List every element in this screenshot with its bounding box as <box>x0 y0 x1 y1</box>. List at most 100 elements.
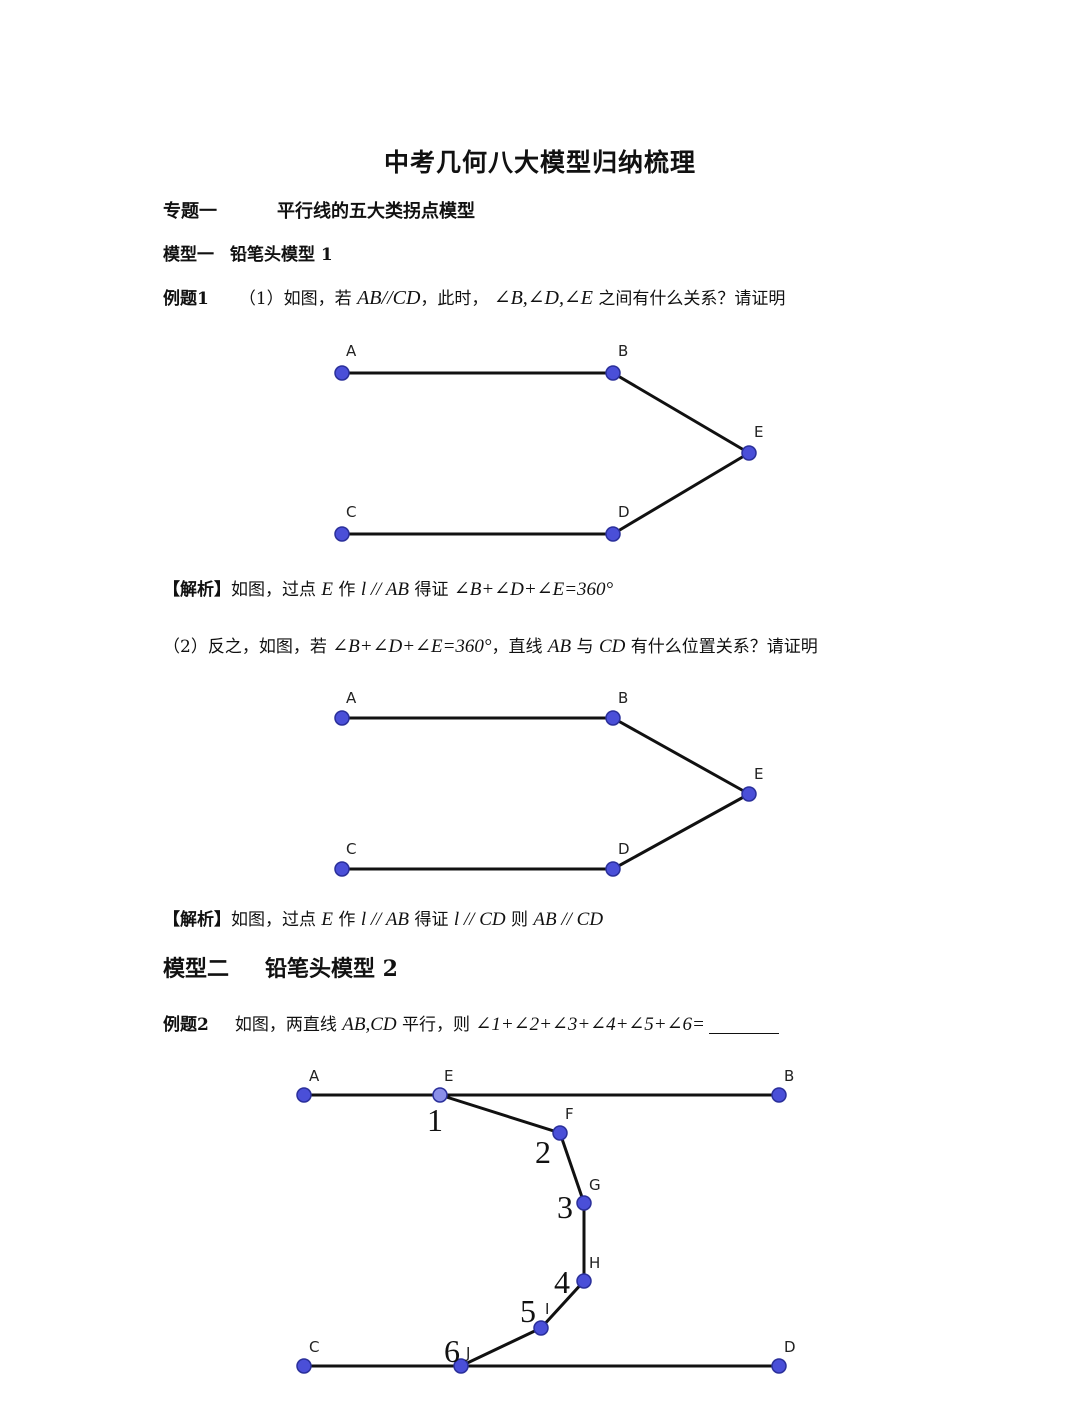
angle-2-label: 2 <box>535 1134 551 1170</box>
analysis2-text-d: 则 <box>511 910 528 930</box>
model1-text: 铅笔头模型 1 <box>230 245 333 265</box>
label-b: B <box>618 689 628 707</box>
analysis1-line: 【解析】如图，过点 E 作 l // AB 得证 ∠B+∠D+∠E=360° <box>163 575 613 601</box>
model2-text: 铅笔头模型 2 <box>265 956 398 982</box>
point-a <box>334 710 350 726</box>
analysis1-text-a: 如图，过点 <box>231 580 316 600</box>
analysis2-math-c: l // CD <box>453 909 506 930</box>
segment-ed <box>612 451 750 536</box>
analysis1-math-c: ∠B+∠D+∠E=360° <box>453 579 614 600</box>
segment-be <box>612 371 750 455</box>
label-a: A <box>346 342 357 360</box>
label-e: E <box>754 765 763 783</box>
angle-4-label: 4 <box>554 1264 570 1300</box>
label-h: H <box>589 1254 600 1272</box>
analysis2-math-a: E <box>321 909 334 930</box>
label-e: E <box>444 1067 453 1085</box>
segment-ed <box>612 792 750 871</box>
point-e <box>741 786 757 802</box>
part2-math-c: CD <box>598 636 626 657</box>
analysis2-text-c: 得证 <box>414 910 449 930</box>
label-i: I <box>545 1300 549 1318</box>
label-c: C <box>309 1338 319 1356</box>
label-a: A <box>346 689 357 707</box>
point-f <box>552 1125 568 1141</box>
part2-math-a: ∠B+∠D+∠E=360° <box>332 636 492 657</box>
point-e <box>741 445 757 461</box>
point-j <box>453 1358 469 1374</box>
point-b <box>771 1087 787 1103</box>
analysis2-math-d: AB // CD <box>533 909 604 930</box>
example1-label: 例题1 <box>163 289 209 309</box>
point-b <box>605 365 621 381</box>
analysis1-math-b: l // AB <box>360 579 410 600</box>
part2-text-d: 有什么位置关系？请证明 <box>630 637 818 657</box>
analysis2-math-b: l // AB <box>360 909 410 930</box>
part2-text-b: ，直线 <box>491 637 543 657</box>
label-j: J <box>465 1344 470 1362</box>
label-a: A <box>309 1067 320 1085</box>
label-d: D <box>618 503 630 521</box>
example1-num: （1） <box>238 289 284 309</box>
part2-num: （2） <box>163 637 208 657</box>
label-c: C <box>346 503 356 521</box>
label-b: B <box>784 1067 794 1085</box>
point-d <box>771 1358 787 1374</box>
figure-1: A B E C D <box>334 342 763 542</box>
label-e: E <box>754 423 763 441</box>
point-g <box>576 1195 592 1211</box>
example2-label: 例题2 <box>163 1015 209 1035</box>
point-c <box>296 1358 312 1374</box>
path-efghij <box>439 1093 586 1368</box>
figure-2: A B E C D <box>334 689 763 877</box>
point-c <box>334 861 350 877</box>
label-d: D <box>784 1338 796 1356</box>
point-i <box>533 1320 549 1336</box>
point-d <box>605 526 621 542</box>
topic-text: 平行线的五大类拐点模型 <box>277 201 475 222</box>
point-a <box>296 1087 312 1103</box>
label-d: D <box>618 840 630 858</box>
analysis1-text-c: 得证 <box>414 580 449 600</box>
analysis1-math-a: E <box>321 579 334 600</box>
model2-heading: 模型二铅笔头模型 2 <box>163 951 398 983</box>
answer-blank <box>708 1032 779 1034</box>
point-a <box>334 365 350 381</box>
part2-line: （2）反之，如图，若 ∠B+∠D+∠E=360°，直线 AB 与 CD 有什么位… <box>163 632 818 658</box>
example1-text-a: 如图，若 <box>283 289 352 309</box>
point-h <box>576 1273 592 1289</box>
analysis2-text-b: 作 <box>338 910 356 930</box>
analysis2-text-a: 如图，过点 <box>231 910 316 930</box>
analysis1-tag: 【解析】 <box>163 580 231 600</box>
angle-5-label: 5 <box>520 1293 536 1329</box>
analysis2-tag: 【解析】 <box>163 910 231 930</box>
analysis2-line: 【解析】如图，过点 E 作 l // AB 得证 l // CD 则 AB //… <box>163 905 603 931</box>
example2-text-b: 平行，则 <box>402 1015 471 1035</box>
model1-label: 模型一 <box>163 245 214 265</box>
point-b <box>605 710 621 726</box>
point-c <box>334 526 350 542</box>
example2-math-b: ∠1+∠2+∠3+∠4+∠5+∠6= <box>475 1014 705 1035</box>
example2-line: 例题2 如图，两直线 AB,CD 平行，则 ∠1+∠2+∠3+∠4+∠5+∠6= <box>163 1010 779 1036</box>
part2-text-c: 与 <box>576 637 594 657</box>
angle-3-label: 3 <box>557 1189 573 1225</box>
label-b: B <box>618 342 628 360</box>
model1-heading: 模型一铅笔头模型 1 <box>163 240 333 265</box>
point-d <box>605 861 621 877</box>
analysis1-text-b: 作 <box>338 580 356 600</box>
example1-text-b: ，此时， <box>420 289 489 309</box>
example1-line: 例题1（1）如图，若 AB//CD，此时， ∠B,∠D,∠E 之间有什么关系？请… <box>163 284 785 310</box>
figure-3: A E B F G H I C J D 1 2 3 4 5 6 <box>296 1067 796 1374</box>
angle-1-label: 1 <box>427 1102 443 1138</box>
example2-text-a: 如图，两直线 <box>234 1015 337 1035</box>
part2-text-a: 反之，如图，若 <box>207 637 327 657</box>
example1-text-c: 之间有什么关系？请证明 <box>598 289 786 309</box>
example2-math-a: AB,CD <box>342 1014 397 1035</box>
page-title: 中考几何八大模型归纳梳理 <box>383 148 696 177</box>
example1-math-b: ∠B,∠D,∠E <box>493 287 593 309</box>
point-e <box>432 1087 448 1103</box>
topic-label: 专题一 <box>163 201 217 222</box>
label-c: C <box>346 840 356 858</box>
part2-math-b: AB <box>547 636 572 657</box>
